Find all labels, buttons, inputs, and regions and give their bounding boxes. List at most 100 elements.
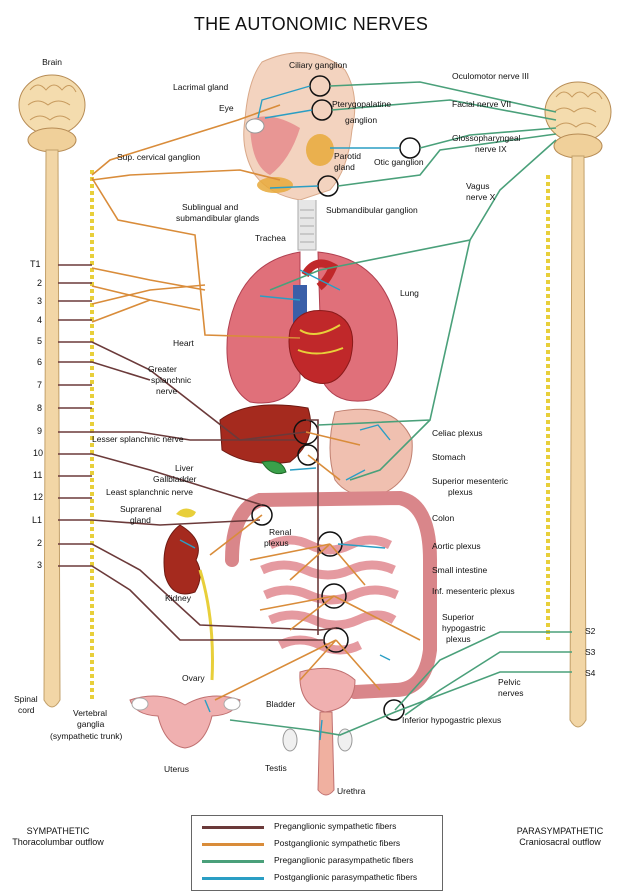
kidney — [164, 525, 200, 594]
craniosacral-subtitle: Craniosacral outflow — [517, 837, 604, 848]
right-spinal-cord — [570, 156, 586, 727]
left-brain — [19, 75, 85, 152]
legend-swatch — [202, 877, 264, 880]
testis — [283, 729, 352, 751]
label-renal: Renal — [269, 527, 291, 537]
label-otic: Otic ganglion — [374, 157, 424, 167]
legend-item: Preganglionic sympathetic fibers — [202, 820, 437, 834]
label-trachea: Trachea — [255, 233, 286, 243]
label-greater: Greater — [148, 364, 177, 374]
label-pelvic: Pelvic — [498, 677, 521, 687]
label-celiac: Celiac plexus — [432, 428, 483, 438]
label-brain: Brain — [42, 57, 62, 67]
suprarenal-gland — [176, 508, 196, 517]
label-ciliary-ganglion: Ciliary ganglion — [289, 60, 347, 70]
label-small-intestine: Small intestine — [432, 565, 487, 575]
label-nerve-x: nerve X — [466, 192, 495, 202]
label-least-splanchnic: Least splanchnic nerve — [106, 487, 193, 497]
label-colon: Colon — [432, 513, 454, 523]
legend-label: Postganglionic sympathetic fibers — [274, 838, 400, 848]
left-lung — [227, 252, 300, 403]
label-stomach: Stomach — [432, 452, 466, 462]
label-parotid-gland: gland — [334, 162, 355, 172]
label-hypogastric-plexus: plexus — [446, 634, 471, 644]
sympathetic-caption: SYMPATHETIC Thoracolumbar outflow — [12, 826, 104, 848]
thoracolumbar-subtitle: Thoracolumbar outflow — [12, 837, 104, 848]
label-ovary: Ovary — [182, 673, 205, 683]
legend: Preganglionic sympathetic fibers Postgan… — [191, 815, 443, 891]
legend-swatch — [202, 826, 264, 829]
label-glossopharyngeal: Glossopharyngeal — [452, 133, 521, 143]
label-lung: Lung — [400, 288, 419, 298]
diagram-title: THE AUTONOMIC NERVES — [194, 14, 428, 35]
parasympathetic-title: PARASYMPATHETIC — [517, 826, 604, 837]
label-pelvic-nerves: nerves — [498, 688, 524, 698]
segment-label: 10 — [33, 448, 43, 458]
label-gallbladder: Gallbladder — [153, 474, 196, 484]
segment-label: 6 — [37, 357, 42, 367]
label-submandibular-ganglion: Submandibular ganglion — [326, 205, 418, 215]
label-kidney: Kidney — [165, 593, 191, 603]
label-oculomotor: Oculomotor nerve III — [452, 71, 529, 81]
label-inf-mesenteric: Inf. mesenteric plexus — [432, 586, 515, 596]
parasympathetic-caption: PARASYMPATHETIC Craniosacral outflow — [517, 826, 604, 848]
legend-item: Postganglionic sympathetic fibers — [202, 837, 437, 851]
label-bladder: Bladder — [266, 699, 295, 709]
segment-label: 12 — [33, 492, 43, 502]
segment-label: 8 — [37, 403, 42, 413]
label-sup-cervical: Sup. cervical ganglion — [117, 152, 200, 162]
label-ganglion: ganglion — [345, 115, 377, 125]
label-uterus: Uterus — [164, 764, 189, 774]
label-pterygopalatine: Pterygopalatine — [332, 99, 391, 109]
legend-label: Preganglionic sympathetic fibers — [274, 821, 396, 831]
segment-label: 3 — [37, 296, 42, 306]
legend-item: Preganglionic parasympathetic fibers — [202, 854, 437, 868]
legend-label: Postganglionic parasympathetic fibers — [274, 872, 417, 882]
legend-label: Preganglionic parasympathetic fibers — [274, 855, 413, 865]
segment-label: 2 — [37, 538, 42, 548]
label-superior: Superior — [442, 612, 474, 622]
label-splanchnic: splanchnic — [151, 375, 191, 385]
left-spinal-cord — [44, 150, 60, 707]
label-s4: S4 — [585, 668, 595, 678]
label-lesser-splanchnic: Lesser splanchnic nerve — [92, 434, 184, 444]
label-inferior-hypogastric: Inferior hypogastric plexus — [402, 715, 501, 725]
sympathetic-title: SYMPATHETIC — [12, 826, 104, 837]
bladder — [300, 668, 355, 712]
label-testis: Testis — [265, 763, 287, 773]
colon — [232, 498, 430, 692]
label-urethra: Urethra — [337, 786, 365, 796]
label-lacrimal-gland: Lacrimal gland — [173, 82, 228, 92]
label-s3: S3 — [585, 647, 595, 657]
label-submandibular-glands: submandibular glands — [176, 213, 259, 223]
label-renal-plexus: plexus — [264, 538, 289, 548]
label-hypogastric: hypogastric — [442, 623, 485, 633]
label-sup-mesenteric: Superior mesenteric — [432, 476, 508, 486]
label-sup-mesenteric-plexus: plexus — [448, 487, 473, 497]
label-ganglia: ganglia — [77, 719, 104, 729]
label-heart: Heart — [173, 338, 194, 348]
label-nerve-ix: nerve IX — [475, 144, 507, 154]
legend-swatch — [202, 860, 264, 863]
label-facial: Facial nerve VII — [452, 99, 511, 109]
label-parotid: Parotid — [334, 151, 361, 161]
segment-label: T1 — [30, 259, 41, 269]
urethra — [318, 712, 334, 795]
legend-item: Postganglionic parasympathetic fibers — [202, 871, 437, 885]
legend-swatch — [202, 843, 264, 846]
label-sympathetic-trunk: (sympathetic trunk) — [50, 731, 122, 741]
label-vagus: Vagus — [466, 181, 489, 191]
segment-label: 3 — [37, 560, 42, 570]
segment-label: L1 — [32, 515, 42, 525]
segment-label: 4 — [37, 315, 42, 325]
segment-label: 11 — [33, 470, 42, 480]
label-spinal: Spinal — [14, 694, 38, 704]
label-sublingual: Sublingual and — [182, 202, 238, 212]
segment-label: 7 — [37, 380, 42, 390]
label-eye: Eye — [219, 103, 234, 113]
uterus — [130, 696, 240, 748]
label-vertebral: Vertebral — [73, 708, 107, 718]
label-nerve: nerve — [156, 386, 177, 396]
